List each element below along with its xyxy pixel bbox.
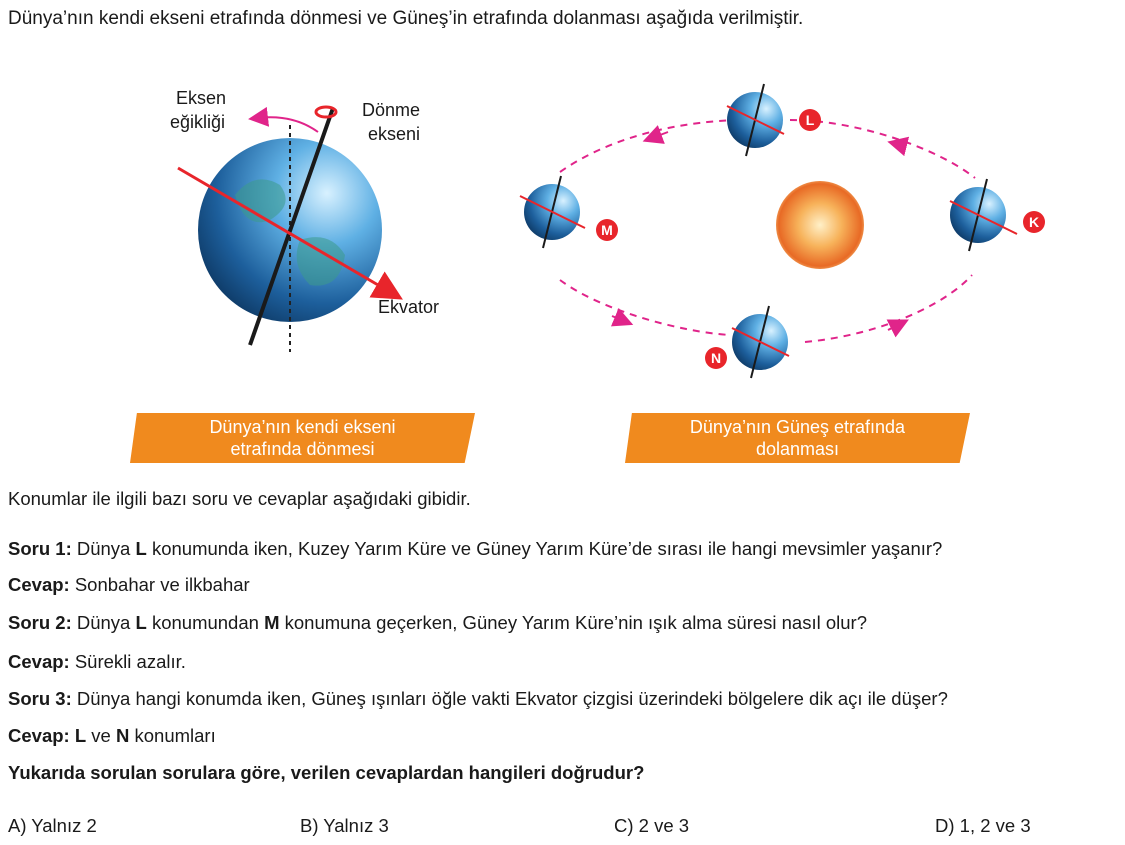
caption-revolution: Dünya’nın Güneş etrafında dolanması: [625, 413, 970, 463]
lead-text: Konumlar ile ilgili bazı soru ve cevapla…: [8, 488, 471, 509]
badge-k: K: [1029, 214, 1039, 230]
main-question: Yukarıda sorulan sorulara göre, verilen …: [8, 762, 645, 783]
label-rot-2: ekseni: [368, 124, 420, 144]
intro-text: Dünya’nın kendi ekseni etrafında dönmesi…: [8, 8, 804, 29]
orbit-diagram: L M N: [519, 83, 1045, 379]
caption-rotation: Dünya’nın kendi ekseni etrafında dönmesi: [130, 413, 475, 463]
earth-position-l: L: [726, 83, 821, 157]
badge-l: L: [806, 112, 815, 128]
cevap-2: Cevap: Sürekli azalır.: [8, 651, 186, 672]
badge-m: M: [601, 222, 613, 238]
option-a[interactable]: A) Yalnız 2: [8, 815, 97, 836]
cevap-1: Cevap: Sonbahar ve ilkbahar: [8, 574, 250, 595]
label-tilt-1: Eksen: [176, 88, 226, 108]
figure-svg: Eksen eğikliği Dönme ekseni Ekvator L: [170, 83, 1045, 379]
option-c[interactable]: C) 2 ve 3: [614, 815, 690, 836]
earth-position-k: K: [949, 178, 1045, 252]
soru-2: Soru 2: Dünya L konumundan M konumuna ge…: [8, 612, 867, 633]
sun-icon: [776, 181, 864, 269]
earth-position-m: M: [519, 175, 618, 249]
big-earth: Eksen eğikliği Dönme ekseni Ekvator: [170, 88, 439, 352]
badge-n: N: [711, 350, 721, 366]
earth-motion-figure: Eksen eğikliği Dönme ekseni Ekvator L: [0, 60, 1125, 480]
soru-1: Soru 1: Dünya L konumunda iken, Kuzey Ya…: [8, 538, 943, 559]
cevap-3: Cevap: L ve N konumları: [8, 725, 216, 746]
label-rot-1: Dönme: [362, 100, 420, 120]
label-equator: Ekvator: [378, 297, 439, 317]
option-b[interactable]: B) Yalnız 3: [300, 815, 389, 836]
soru-3: Soru 3: Dünya hangi konumda iken, Güneş …: [8, 688, 948, 709]
label-tilt-2: eğikliği: [170, 112, 225, 132]
option-d[interactable]: D) 1, 2 ve 3: [935, 815, 1031, 836]
earth-position-n: N: [705, 305, 790, 379]
